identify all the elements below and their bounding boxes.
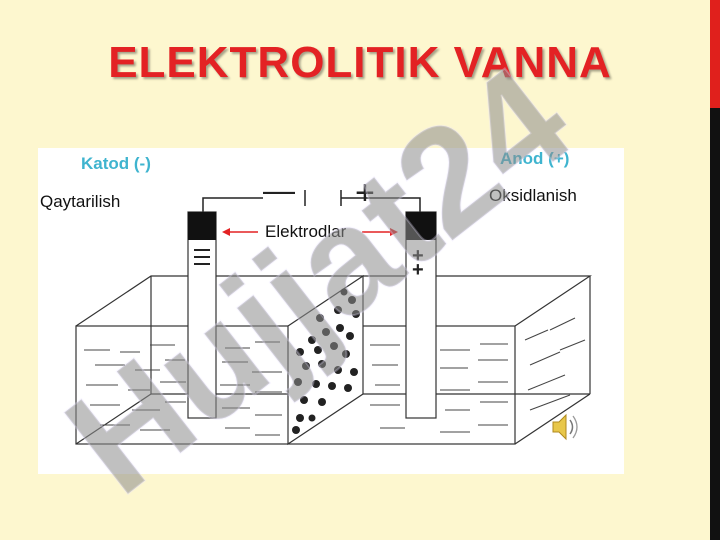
anode-process-label: Oksidlanish	[489, 186, 577, 205]
speaker-icon	[552, 413, 578, 441]
battery-plus-sign: +	[355, 174, 375, 212]
ion-particles	[292, 288, 360, 434]
electrode-arrows	[222, 228, 398, 236]
anode-plus-2: +	[412, 259, 424, 281]
cathode-process-label: Qaytarilish	[40, 192, 121, 211]
cathode-label: Katod (-)	[81, 154, 151, 173]
electrolyte-liquid	[84, 317, 586, 436]
circuit-wires	[202, 190, 421, 212]
cathode-electrode	[187, 211, 217, 419]
slide-edge-bar	[710, 0, 720, 540]
slide-title: ELEKTROLITIK VANNA	[108, 38, 612, 87]
anode-plus-1: +	[412, 245, 424, 267]
anode-electrode: + +	[405, 211, 437, 419]
anode-label: Anod (+)	[500, 149, 570, 168]
electrodes-label: Elektrodlar	[265, 222, 347, 241]
battery-minus-sign: —	[263, 172, 295, 208]
slide-edge-accent	[710, 0, 720, 108]
